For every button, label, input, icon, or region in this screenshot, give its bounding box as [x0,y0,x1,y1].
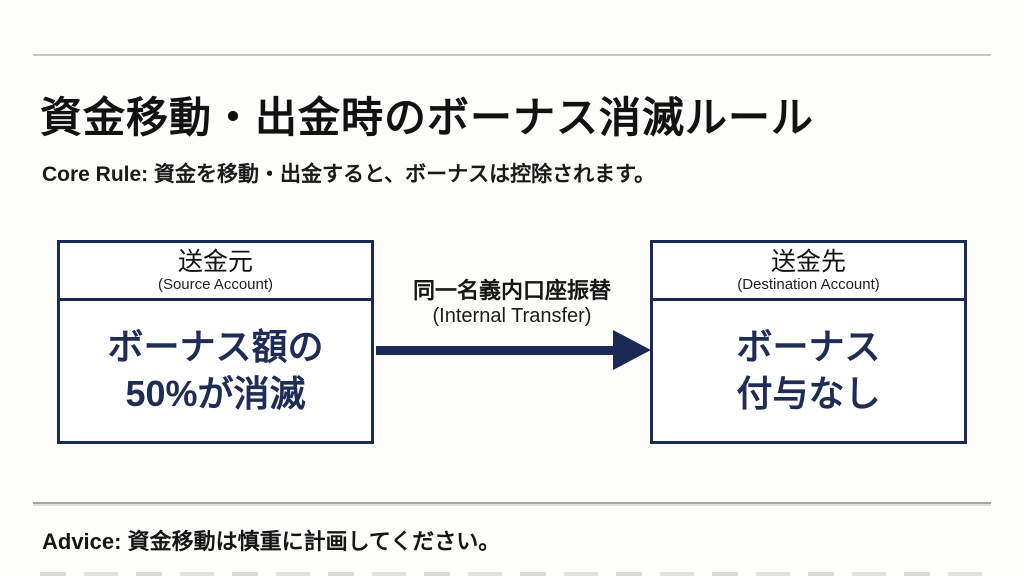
source-box-body: ボーナス額の 50%が消滅 [60,301,371,441]
transfer-labels: 同一名義内口座振替 (Internal Transfer) [374,278,650,328]
destination-account-box: 送金先 (Destination Account) ボーナス 付与なし [650,240,967,444]
source-box-body-line2: 50%が消滅 [125,373,306,414]
clipped-bottom-text-fragments [40,572,990,576]
destination-box-header: 送金先 (Destination Account) [653,243,964,301]
transfer-label-jp: 同一名義内口座振替 [412,278,611,303]
top-divider [33,54,991,56]
page-title: 資金移動・出金時のボーナス消滅ルール [40,93,815,142]
source-box-body-line1: ボーナス額の [107,326,324,368]
source-box-header: 送金元 (Source Account) [60,243,371,301]
source-box-title-jp: 送金元 [177,247,253,276]
destination-box-title-jp: 送金先 [770,247,846,276]
bottom-divider [33,502,991,504]
destination-box-body-line1: ボーナス [736,326,881,368]
core-rule-text: Core Rule: 資金を移動・出金すると、ボーナスは控除されます。 [42,163,656,186]
source-box-title-en: (Source Account) [157,276,274,294]
destination-box-title-en: (Destination Account) [737,276,880,294]
transfer-arrow-head-icon [613,330,651,370]
transfer-label-en: (Internal Transfer) [432,305,592,328]
transfer-arrow-shaft [376,346,616,355]
advice-text: Advice: 資金移動は慎重に計画してください。 [42,529,501,554]
destination-box-body-line2: 付与なし [736,373,881,414]
destination-box-body: ボーナス 付与なし [653,301,964,441]
source-account-box: 送金元 (Source Account) ボーナス額の 50%が消滅 [57,240,374,444]
